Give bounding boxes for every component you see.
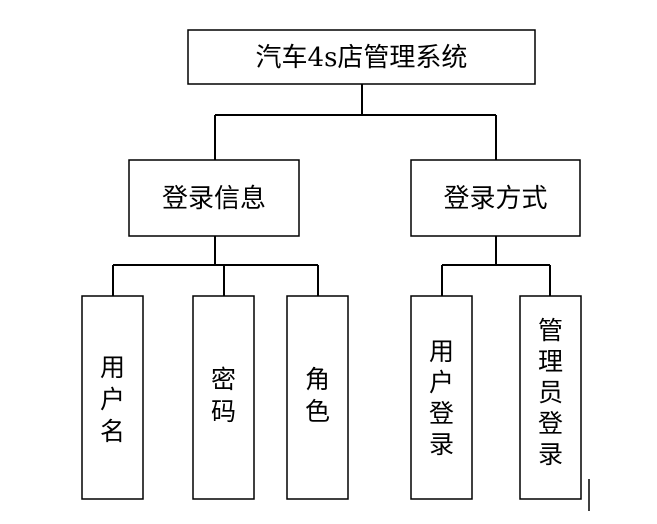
username-node-box bbox=[81, 295, 144, 500]
password-node: 密 码 bbox=[192, 295, 255, 500]
root-node-label: 汽车4s店管理系统 bbox=[256, 43, 468, 73]
login-info-node-label: 登录信息 bbox=[162, 184, 266, 214]
connectors bbox=[112, 84, 551, 296]
login-method-node-label: 登录方式 bbox=[443, 184, 547, 214]
role-node: 角 色 bbox=[286, 295, 349, 500]
username-char-1: 用 bbox=[100, 353, 125, 382]
role-char-1: 角 bbox=[305, 365, 330, 394]
root-node-box bbox=[187, 29, 536, 85]
password-char-2: 码 bbox=[211, 397, 236, 426]
login-info-node-box bbox=[128, 159, 300, 237]
user-login-node: 用 户 登 录 bbox=[410, 295, 473, 500]
admin-login-char-1: 管 bbox=[538, 316, 563, 345]
root-node: 汽车4s店管理系统 bbox=[187, 29, 536, 85]
admin-login-char-4: 登 bbox=[538, 409, 563, 438]
user-login-char-1: 用 bbox=[429, 337, 454, 366]
admin-login-node-box bbox=[519, 295, 582, 500]
password-char-1: 密 bbox=[211, 365, 236, 394]
user-login-char-3: 登 bbox=[429, 399, 454, 428]
login-info-node: 登录信息 bbox=[128, 159, 300, 237]
user-login-node-box bbox=[410, 295, 473, 500]
username-char-3: 名 bbox=[100, 417, 125, 446]
user-login-char-2: 户 bbox=[429, 368, 454, 397]
admin-login-char-2: 理 bbox=[538, 347, 563, 376]
admin-login-char-5: 录 bbox=[538, 440, 563, 469]
username-char-2: 户 bbox=[100, 385, 125, 414]
admin-login-node: 管 理 员 登 录 bbox=[519, 295, 582, 500]
login-method-node: 登录方式 bbox=[410, 159, 581, 237]
role-char-2: 色 bbox=[305, 397, 330, 426]
admin-login-char-3: 员 bbox=[538, 378, 563, 407]
user-login-char-4: 录 bbox=[429, 430, 454, 459]
role-node-box bbox=[286, 295, 349, 500]
username-node: 用 户 名 bbox=[81, 295, 144, 500]
login-method-node-box bbox=[410, 159, 581, 237]
password-node-box bbox=[192, 295, 255, 500]
